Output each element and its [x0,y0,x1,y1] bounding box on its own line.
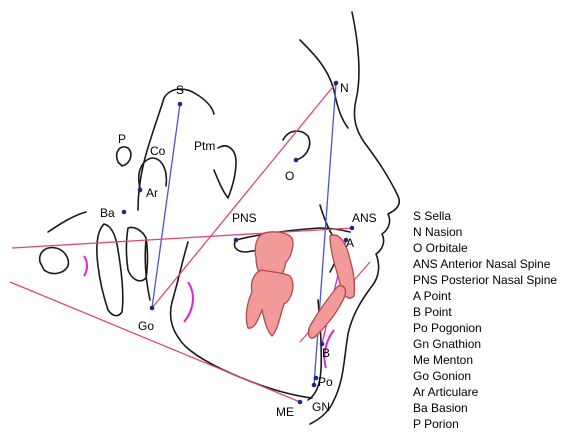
landmark-dot-s [178,102,183,107]
label-p: P [118,132,126,146]
label-a: A [346,236,354,250]
legend-item: Gn Gnathion [413,336,557,352]
label-ba: Ba [100,206,115,220]
legend-item: Ar Articulare [413,384,557,400]
legend-item: B Point [413,304,557,320]
ear-outline [40,248,69,274]
legend-item: ANS Anterior Nasal Spine [413,256,557,272]
sella-turcica [164,89,214,114]
legend-item: Po Pogonion [413,320,557,336]
legend-item: A Point [413,288,557,304]
legend-item: Me Menton [413,352,557,368]
cervical-spine-upper [97,224,123,316]
landmark-points [122,81,355,405]
occipital-outline [48,212,86,232]
legend-item: N Nasion [413,224,557,240]
label-n: N [340,81,349,95]
label-co: Co [150,144,166,158]
porion-loop [117,147,131,166]
landmark-dot-go [150,306,155,311]
label-ans: ANS [352,211,377,225]
label-gn: GN [312,400,330,414]
label-go: Go [138,319,154,333]
legend-item: P Porion [413,416,557,432]
landmark-dot-n [334,81,339,86]
n-me-line [314,83,336,385]
anatomical-outline [40,12,400,424]
landmark-dot-o [294,158,299,163]
label-o: O [285,169,294,183]
pterygomaxillary-fissure [214,146,236,198]
lower-incisor [308,286,345,338]
lower-molar [246,270,293,336]
sn-line [152,104,180,308]
legend-item: O Orbitale [413,240,557,256]
landmark-dot-me [298,400,303,405]
cervical-spine-lower [127,227,148,280]
legend-item: S Sella [413,208,557,224]
label-po: Po [318,375,333,389]
label-ar: Ar [146,186,158,200]
landmark-dot-pns [234,238,239,243]
legend-item: Ba Basion [413,400,557,416]
landmark-dot-ar [138,188,143,193]
label-ptm: Ptm [194,139,215,153]
label-s: S [176,83,184,97]
orbit [283,131,310,160]
legend-item: Go Gonion [413,368,557,384]
reference-lines [10,83,370,402]
label-me: ME [276,405,294,419]
landmark-dot-ans [350,226,355,231]
label-pns: PNS [232,211,257,225]
landmark-legend: S Sella N Nasion O Orbitale ANS Anterior… [413,208,557,432]
condyle [139,158,167,188]
legend-item: PNS Posterior Nasal Spine [413,272,557,288]
teeth-group [246,232,354,338]
landmark-dot-ba [122,210,127,215]
frankfort-line [12,228,352,248]
landmark-dot-gn [312,383,317,388]
mandible-ramus [171,242,312,398]
gonial-angle-arc [184,282,193,322]
label-b: B [322,346,330,360]
frankfort-angle-arc [84,256,87,276]
go-n-line [152,83,336,308]
